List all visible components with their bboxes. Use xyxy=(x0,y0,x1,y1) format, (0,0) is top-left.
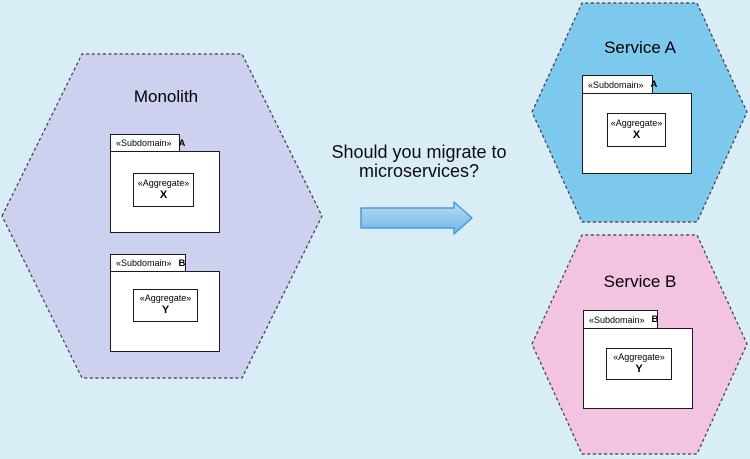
aggregate-stereotype: «Aggregate» xyxy=(610,117,663,128)
package-body: «Aggregate» X xyxy=(582,93,692,174)
service-a-subdomain-package: «Subdomain» A «Aggregate» X xyxy=(582,75,692,174)
service-b-label: Service B xyxy=(603,272,677,291)
subdomain-stereotype: «Subdomain» xyxy=(116,258,172,268)
monolith-label: Monolith xyxy=(133,87,199,106)
service-a-label: Service A xyxy=(604,38,676,57)
monolith-subdomain-a-package: «Subdomain» A «Aggregate» X xyxy=(110,134,220,233)
subdomain-stereotype: «Subdomain» xyxy=(588,79,644,90)
aggregate-stereotype: «Aggregate» xyxy=(139,293,192,303)
subdomain-name: B xyxy=(651,314,659,325)
aggregate-name: X xyxy=(159,188,168,201)
monolith-subdomain-b-package: «Subdomain» B «Aggregate» Y xyxy=(110,254,220,352)
migration-arrow-icon xyxy=(360,201,473,235)
package-tab: «Subdomain» A xyxy=(110,134,185,151)
subdomain-stereotype: «Subdomain» xyxy=(589,314,645,325)
aggregate-stereotype: «Aggregate» xyxy=(613,351,665,362)
question-line2: microservices? xyxy=(358,161,480,181)
aggregate-stereotype: «Aggregate» xyxy=(137,177,190,188)
aggregate-name: X xyxy=(632,128,641,141)
question-text: Should you migrate to microservices? xyxy=(324,143,514,181)
package-tab: «Subdomain» B xyxy=(110,254,186,271)
aggregate-box: «Aggregate» Y xyxy=(133,289,198,322)
question-line1: Should you migrate to xyxy=(331,142,507,162)
aggregate-name: Y xyxy=(161,304,170,317)
package-tab: «Subdomain» B xyxy=(583,310,658,328)
package-tab: «Subdomain» A xyxy=(582,75,657,93)
aggregate-box: «Aggregate» X xyxy=(607,113,666,147)
aggregate-box: «Aggregate» X xyxy=(133,173,194,207)
service-b-subdomain-package: «Subdomain» B «Aggregate» Y xyxy=(583,310,693,409)
aggregate-box: «Aggregate» Y xyxy=(606,348,672,380)
subdomain-name: A xyxy=(650,79,658,90)
subdomain-name: A xyxy=(178,137,186,149)
subdomain-stereotype: «Subdomain» xyxy=(116,138,172,148)
package-body: «Aggregate» Y xyxy=(583,328,693,409)
subdomain-name: B xyxy=(178,257,186,269)
package-body: «Aggregate» Y xyxy=(110,271,220,352)
package-body: «Aggregate» X xyxy=(110,151,220,233)
aggregate-name: Y xyxy=(635,362,643,375)
